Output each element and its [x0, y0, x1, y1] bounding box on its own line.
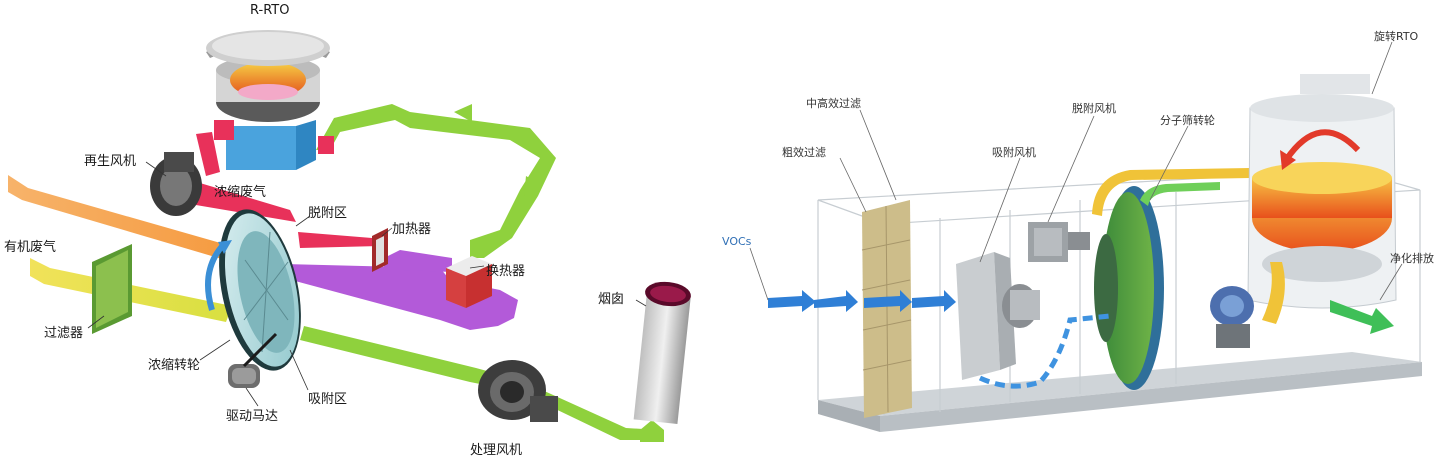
molecular-sieve-wheel	[1094, 186, 1164, 390]
exhaust-fan	[1210, 286, 1254, 348]
left-diagram: R-RTO 再生风机 浓缩废气 脱附区 加热器 有机废气 换热器 过滤器 浓缩转…	[4, 3, 691, 458]
heater-unit	[372, 228, 388, 272]
label-filter: 过滤器	[44, 326, 83, 341]
desorption-fan	[1028, 222, 1090, 262]
regeneration-fan	[150, 152, 202, 216]
process-fan	[478, 360, 558, 422]
label-drive-motor: 驱动马达	[226, 409, 278, 424]
desorption-duct	[1092, 168, 1250, 216]
label-rto: R-RTO	[250, 3, 289, 18]
concentration-wheel	[219, 209, 301, 371]
vocs-airflow	[768, 290, 956, 312]
concentrated-gas-stream	[178, 180, 296, 222]
equipment-base	[818, 352, 1422, 416]
left-leader-lines	[87, 161, 647, 407]
orange-air-stream	[8, 175, 238, 262]
label-mid-filter: 中高效过滤	[806, 96, 861, 110]
purple-heat-loop	[284, 264, 518, 330]
chimney	[633, 281, 691, 424]
label-conc-wheel: 浓缩转轮	[148, 357, 200, 373]
right-leader-lines	[749, 41, 1403, 301]
label-mol-sieve-wheel: 分子筛转轮	[1160, 113, 1215, 127]
filter-panel	[92, 244, 132, 334]
label-regen-fan: 再生风机	[84, 154, 136, 169]
drive-motor	[228, 332, 278, 388]
rotary-rto	[1247, 74, 1397, 309]
clean-exhaust-arrow	[1330, 300, 1394, 334]
label-chimney: 烟囱	[598, 292, 624, 307]
label-desorb-fan: 脱附风机	[1072, 101, 1116, 115]
chimney-inlet-arrow	[640, 420, 664, 442]
green-loop-path	[316, 104, 556, 258]
wheel-rotation-arrow	[205, 241, 227, 311]
adsorption-fan	[956, 252, 1040, 380]
rto-unit	[206, 30, 334, 170]
right-diagram: 旋转RTO 中高效过滤 脱附风机 分子筛转轮 粗效过滤 吸附风机 VOCs 净化…	[722, 29, 1434, 432]
label-coarse-filter: 粗效过滤	[782, 145, 826, 159]
label-concentrated-gas: 浓缩废气	[214, 184, 266, 200]
label-adsorption-zone: 吸附区	[308, 392, 347, 407]
label-heater: 加热器	[392, 222, 431, 237]
label-process-fan: 处理风机	[470, 443, 522, 458]
label-organic-gas: 有机废气	[4, 239, 56, 255]
label-heat-exchanger: 换热器	[486, 264, 525, 279]
internal-airflow	[978, 313, 1111, 389]
label-vocs: VOCs	[722, 235, 752, 248]
label-clean-exhaust: 净化排放	[1390, 251, 1434, 265]
label-adsorb-fan: 吸附风机	[992, 145, 1036, 159]
label-rotary-rto: 旋转RTO	[1374, 29, 1419, 43]
heat-exchanger-unit	[446, 256, 492, 308]
mid-efficiency-filter	[861, 200, 912, 418]
label-desorption-zone: 脱附区	[308, 206, 347, 221]
red-supply-stream	[298, 232, 380, 248]
